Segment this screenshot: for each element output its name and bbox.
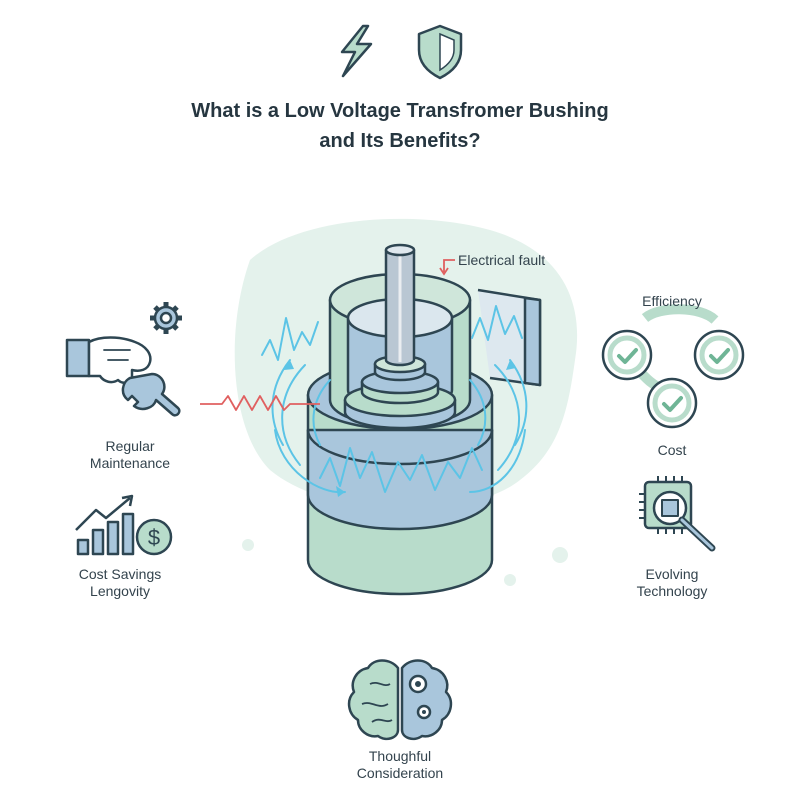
shield-icon bbox=[417, 24, 463, 80]
chip-magnifier-icon bbox=[639, 476, 716, 552]
cost-savings-label: Cost Savings Lengovity bbox=[50, 566, 190, 600]
consideration-label-line2: Consideration bbox=[356, 765, 444, 781]
bar-chart-dollar-icon: $ bbox=[75, 494, 173, 556]
svg-text:$: $ bbox=[148, 525, 160, 550]
checkmark-circles-icon bbox=[601, 304, 745, 429]
gear-icon bbox=[150, 302, 182, 334]
consideration-label: Thoughful Consideration bbox=[330, 748, 470, 782]
fault-zigzag bbox=[200, 395, 320, 411]
maintenance-label: Regular Maintenance bbox=[60, 438, 200, 472]
efficiency-label: Efficiency bbox=[642, 293, 702, 309]
cost-savings-label-line2: Lengovity bbox=[90, 583, 150, 599]
cost-label: Cost bbox=[657, 442, 687, 458]
page-title-line1: What is a Low Voltage Transfromer Bushin… bbox=[191, 100, 609, 122]
page-title-line2: and Its Benefits? bbox=[319, 130, 481, 152]
brain-gear-icon bbox=[347, 659, 453, 741]
maintenance-label-line1: Regular bbox=[105, 438, 155, 454]
wave-arrowheads bbox=[284, 360, 516, 497]
maintenance-label-line2: Maintenance bbox=[89, 455, 171, 471]
electrical-fault-label: Electrical fault bbox=[458, 252, 546, 268]
hand-wrench-icon bbox=[65, 336, 181, 417]
technology-label-line1: Evolving bbox=[645, 566, 699, 582]
electric-field-waves bbox=[261, 305, 528, 494]
lightning-bolt-icon bbox=[340, 24, 373, 78]
transformer-bushing bbox=[306, 243, 542, 596]
consideration-label-line1: Thoughful bbox=[368, 748, 432, 764]
technology-label-line2: Technology bbox=[636, 583, 708, 599]
fault-callout-arrow bbox=[439, 259, 455, 276]
cost-savings-label-line1: Cost Savings bbox=[78, 566, 162, 582]
technology-label: Evolving Technology bbox=[612, 566, 732, 600]
